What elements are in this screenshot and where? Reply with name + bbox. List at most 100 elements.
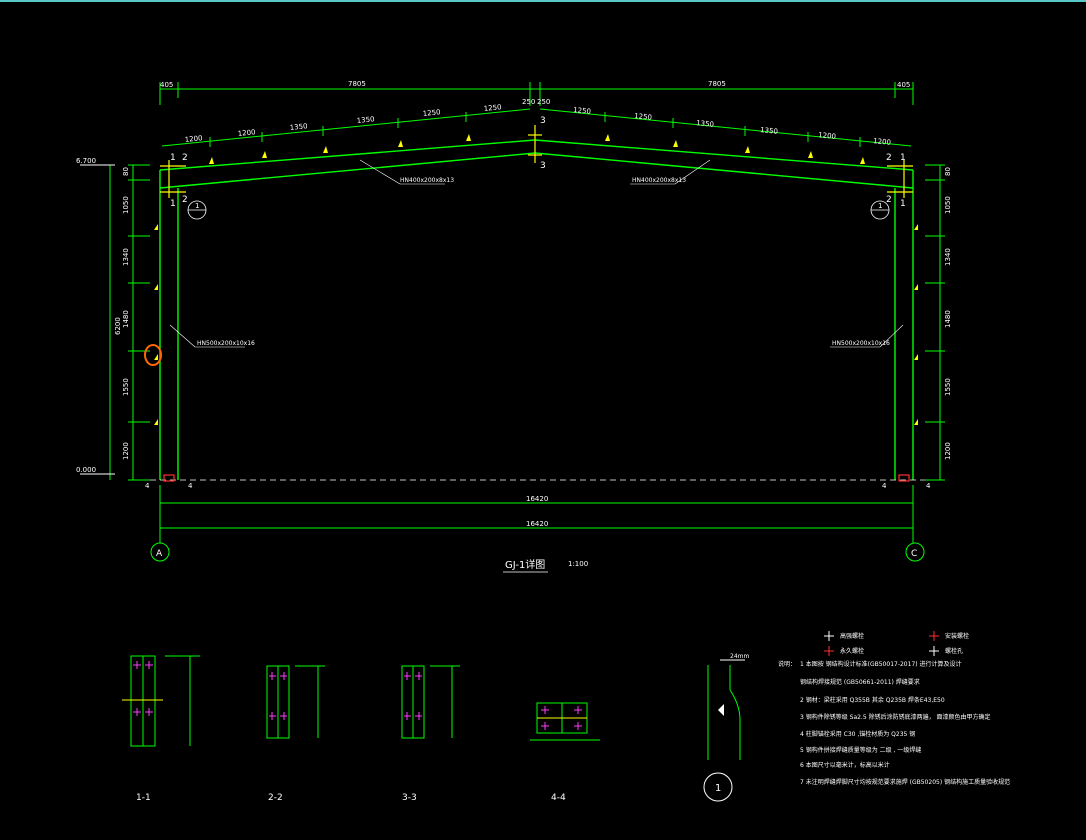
section-mark-4-right: 4 <box>882 482 887 490</box>
axis-bubble-a[interactable]: A <box>150 542 170 562</box>
rafter-right-dim-4: 1350 <box>760 126 779 136</box>
section-mark-2-left: 2 <box>182 153 188 163</box>
rafter-right-dim-text: 1250 1250 1350 1350 1200 1200 <box>573 106 892 147</box>
legend: 高强螺栓 安装螺栓 永久螺栓 螺栓孔 <box>824 631 969 656</box>
dim-7805-left: 7805 <box>348 80 366 88</box>
left-column-dim-text: 80 1050 1340 1480 1550 1200 6200 6.700 0… <box>76 157 130 474</box>
rafter-left-dim-2: 1200 <box>237 128 256 138</box>
weld-detail-label: 1 <box>715 783 721 794</box>
rafter-left-dim-text: 1200 1200 1350 1350 1250 1250 <box>184 103 502 144</box>
purlin-brackets <box>154 134 918 425</box>
section-mark-4-right-b: 4 <box>926 482 931 490</box>
column-right-member-label: HN500x200x10x16 <box>832 340 890 347</box>
markup-circle <box>144 344 162 366</box>
design-notes: 说明： 1 本图按 钢结构设计标准(GB50017-2017) 进行计算及设计 … <box>778 660 1010 786</box>
legend-permanent-bolt-icon <box>824 646 834 656</box>
dim-250-left: 250 <box>522 98 535 106</box>
col-right-dim-1050: 1050 <box>944 196 952 214</box>
note-line-2: 钢结构焊接规范 (GB50661-2011) 焊缝要求 <box>800 678 920 686</box>
section-mark-4-left-b: 4 <box>188 482 193 490</box>
rafter-left-dim-3: 1350 <box>289 122 308 132</box>
rafter-right-dim-1: 1250 <box>573 106 592 116</box>
axis-bubble-c[interactable]: C <box>905 542 925 562</box>
weld-detail[interactable]: 24mm 1 <box>703 653 749 802</box>
col-left-dim-80: 80 <box>122 167 130 176</box>
weld-dim: 24mm <box>730 653 749 660</box>
notes-heading: 说明： <box>778 660 796 668</box>
col-left-dim-1550: 1550 <box>122 378 130 396</box>
right-column-dim-text: 80 1050 1340 1480 1550 1200 <box>944 167 952 460</box>
legend-install-bolt-icon <box>929 631 939 641</box>
legend-item-4: 螺栓孔 <box>945 647 963 655</box>
rafter-dimension-lines <box>161 108 912 147</box>
section-3-3[interactable]: 3-3 <box>401 665 460 803</box>
section-mark-3-top: 3 <box>540 116 546 126</box>
section-mark-2-left-b: 2 <box>182 195 188 205</box>
detail-ref-right[interactable]: 1 <box>870 200 890 220</box>
note-line-6: 5 钢构件拼接焊缝质量等级为 二级 , 一级焊缝 <box>800 746 921 754</box>
svg-text:1: 1 <box>878 202 882 210</box>
connection-plates <box>160 125 913 482</box>
section-mark-1-left-b: 1 <box>170 199 176 209</box>
col-right-dim-1340: 1340 <box>944 248 952 266</box>
section-mark-2-right-b: 2 <box>886 195 892 205</box>
section-2-2-label: 2-2 <box>268 793 283 803</box>
section-2-2[interactable]: 2-2 <box>266 665 325 803</box>
legend-item-2: 安装螺栓 <box>945 632 969 640</box>
top-dimension-text: 405 7805 250 250 7805 405 <box>160 80 910 106</box>
rafter-left-dim-5: 1250 <box>422 108 441 118</box>
drawing-title: GJ-1详图 <box>505 558 545 571</box>
col-left-dim-1340: 1340 <box>122 248 130 266</box>
span-dim-2: 16420 <box>526 520 548 528</box>
col-left-dim-1050: 1050 <box>122 196 130 214</box>
svg-text:C: C <box>911 549 917 559</box>
col-left-dim-1200: 1200 <box>122 442 130 460</box>
note-line-7: 6 本图尺寸以毫米计，标高以米计 <box>800 761 890 769</box>
rafter-left-dim-6: 1250 <box>483 103 502 113</box>
section-3-3-label: 3-3 <box>402 793 417 803</box>
dim-7805-right: 7805 <box>708 80 726 88</box>
col-right-dim-1200: 1200 <box>944 442 952 460</box>
span-dim-1: 16420 <box>526 495 548 503</box>
legend-bolt-hole-icon <box>929 646 939 656</box>
dim-405-right: 405 <box>897 81 910 89</box>
elevation-top: 6.700 <box>76 157 96 165</box>
section-marks: 1 2 1 2 2 1 2 1 3 3 4 4 4 4 <box>145 116 931 490</box>
column-left-member-label: HN500x200x10x16 <box>197 340 255 347</box>
dim-250-right: 250 <box>537 98 550 106</box>
section-mark-1-right: 1 <box>900 153 906 163</box>
right-column-dimensions <box>925 164 945 481</box>
rafter-left-dim-4: 1350 <box>356 115 375 125</box>
dim-405-left: 405 <box>160 81 173 89</box>
top-dimension-chain <box>159 82 914 106</box>
svg-text:A: A <box>156 549 163 559</box>
elevation-bottom: 0.000 <box>76 466 96 474</box>
section-mark-4-left: 4 <box>145 482 150 490</box>
legend-high-strength-bolt-icon <box>824 631 834 641</box>
section-1-1[interactable]: 1-1 <box>122 655 200 803</box>
svg-text:1: 1 <box>195 202 199 210</box>
span-dimensions <box>159 485 914 543</box>
rafter-right-dim-2: 1250 <box>634 112 653 122</box>
note-line-5: 4 柱脚锚栓采用 C30 ,锚栓材质为 Q235 钢 <box>800 730 915 738</box>
section-4-4[interactable]: 4-4 <box>530 702 600 803</box>
rafter-right-dim-5: 1200 <box>818 131 837 141</box>
col-right-dim-1550: 1550 <box>944 378 952 396</box>
col-total-dim: 6200 <box>114 317 122 335</box>
note-line-4: 3 钢构件除锈等级 Sa2.5 除锈后涂防锈底漆两遍， 面漆颜色由甲方确定 <box>800 713 990 721</box>
rafter-left-member-label: HN400x200x8x13 <box>400 177 454 184</box>
detail-ref-left[interactable]: 1 <box>187 200 207 220</box>
rafter-right-dim-6: 1200 <box>873 137 892 147</box>
weld-symbol-icon <box>718 704 724 716</box>
section-4-4-label: 4-4 <box>551 793 566 803</box>
rafter-left-dim-1: 1200 <box>184 134 203 144</box>
legend-item-1: 高强螺栓 <box>840 632 864 640</box>
portal-frame <box>159 139 914 480</box>
section-mark-3-bottom: 3 <box>540 161 546 171</box>
note-line-1: 1 本图按 钢结构设计标准(GB50017-2017) 进行计算及设计 <box>800 660 962 668</box>
rafter-right-dim-3: 1350 <box>696 119 715 129</box>
note-line-8: 7 未注明焊缝焊脚尺寸均按规范要求施焊 (GB50205) 钢结构施工质量验收规… <box>800 778 1010 786</box>
col-right-dim-1480: 1480 <box>944 310 952 328</box>
